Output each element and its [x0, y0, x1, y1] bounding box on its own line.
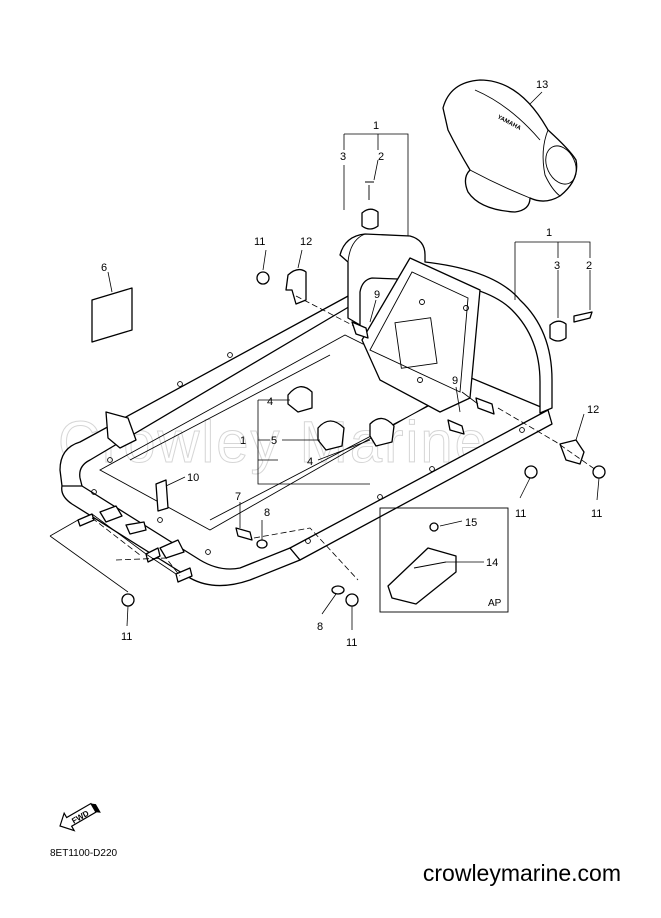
callout-label: 11 [515, 508, 526, 520]
callout-label: 13 [536, 79, 548, 91]
callout-label: 5 [271, 435, 277, 447]
cover-13: YAMAHA [442, 79, 578, 213]
callout-label: 2 [378, 151, 384, 163]
diagram-code: 8ET1100-D220 [50, 848, 118, 859]
callout-label: 4 [307, 456, 313, 468]
callout-label: 11 [346, 637, 357, 649]
fwd-arrow-icon: FWD [59, 802, 101, 832]
inset-ap: AP [379, 507, 509, 613]
callout-label: 9 [452, 375, 458, 387]
callout-label: 8 [317, 621, 323, 633]
callout-label: 15 [465, 517, 477, 529]
callout-label: 4 [267, 396, 273, 408]
callout-label: 6 [101, 262, 107, 274]
callout-label: 1 [546, 227, 552, 239]
callout-label: 1 [240, 435, 246, 447]
callout-label: 11 [121, 631, 132, 643]
inset-label: AP [488, 598, 502, 609]
callout-labels: 1 3 2 13 1 3 2 11 12 6 9 9 4 1 5 4 12 10… [101, 79, 602, 649]
callout-label: 2 [586, 260, 592, 272]
callout-label: 14 [486, 557, 498, 569]
frame-assembly [59, 233, 553, 587]
callout-label: 8 [264, 507, 270, 519]
callout-label: 10 [187, 472, 199, 484]
callout-label: 1 [373, 120, 379, 132]
callout-label: 3 [340, 151, 346, 163]
callout-label: 7 [235, 491, 241, 503]
leader-lines [49, 91, 600, 630]
site-footer-link[interactable]: crowleymarine.com [422, 860, 621, 886]
callout-label: 3 [554, 260, 560, 272]
callout-label: 11 [591, 508, 602, 520]
callout-label: 9 [374, 289, 380, 301]
callout-label: 12 [587, 404, 599, 416]
callout-label: 12 [300, 236, 312, 248]
hardware-parts [77, 181, 606, 607]
callout-label: 11 [254, 236, 265, 248]
